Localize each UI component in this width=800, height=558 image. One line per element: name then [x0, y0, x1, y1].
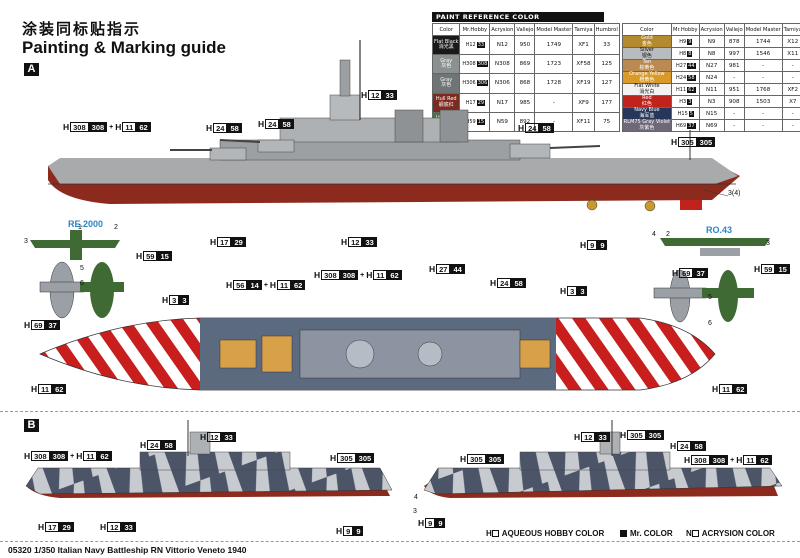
paint-humbrol: 177 — [593, 92, 620, 113]
num-3-right: 3 — [766, 240, 770, 247]
title-english: Painting & Marking guide — [22, 38, 227, 57]
paint-tamiya: XF9 — [572, 92, 595, 113]
ro43-planes — [653, 238, 770, 323]
paint-tamiya: - — [781, 119, 800, 132]
num-2-left: 2 — [114, 224, 118, 231]
num-3-b: 3 — [413, 508, 417, 515]
ship-camo-starboard-b — [423, 420, 783, 498]
num-6-left: 6 — [80, 280, 84, 287]
num-3-left: 3 — [24, 238, 28, 245]
num-4-right: 4 — [652, 231, 656, 238]
num-4-b: 4 — [414, 494, 418, 501]
ship-top-view-a — [39, 317, 716, 391]
paint-acry: N11 — [698, 83, 725, 96]
section-a-tag: A — [24, 63, 39, 76]
num-2-right: 2 — [666, 231, 670, 238]
num-5-right: 5 — [708, 294, 712, 301]
paint-mm: - — [743, 119, 783, 132]
paint-vallejo: 892 — [514, 111, 536, 133]
section-divider — [0, 411, 800, 412]
ro43-label: RO.43 — [706, 225, 733, 235]
paint-vallejo: - — [723, 119, 745, 132]
re2000-planes — [30, 230, 124, 319]
ship-side-view-a — [48, 40, 740, 212]
num-1-left: 1 — [78, 224, 82, 231]
section-b-tag: B — [24, 419, 39, 432]
paint-humbrol: 75 — [593, 111, 620, 133]
legend-mr-color: Mr. COLOR — [620, 529, 673, 538]
paint-acry: N59 — [489, 111, 516, 133]
num-5-left: 5 — [80, 265, 84, 272]
product-footer: 05320 1/350 Italian Navy Battleship RN V… — [8, 545, 247, 555]
paint-row: Red红色H33N39081503X719 — [621, 95, 800, 108]
title-chinese: 涂装同标贴指示 — [22, 20, 142, 38]
paint-tamiya: XF11 — [572, 111, 595, 133]
num-6-right: 6 — [708, 320, 712, 327]
paint-vallejo: 950 — [514, 34, 536, 56]
paint-humbrol: 125 — [593, 54, 620, 75]
re2000-label: RE.2000 — [68, 219, 104, 229]
paint-reference-title: PAINT REFERENCE COLOR — [432, 12, 604, 22]
ref-3-4: 3(4) — [728, 190, 741, 197]
paint-row: Silver银色H88N89971546X1111 — [621, 47, 800, 60]
paint-acry: N9 — [698, 35, 725, 48]
ship-camo-port-b — [25, 420, 393, 498]
paint-row: Gold金色H99N98781744X1216 — [621, 35, 800, 48]
paint-acry: N69 — [698, 119, 725, 132]
footer-divider — [0, 541, 800, 542]
